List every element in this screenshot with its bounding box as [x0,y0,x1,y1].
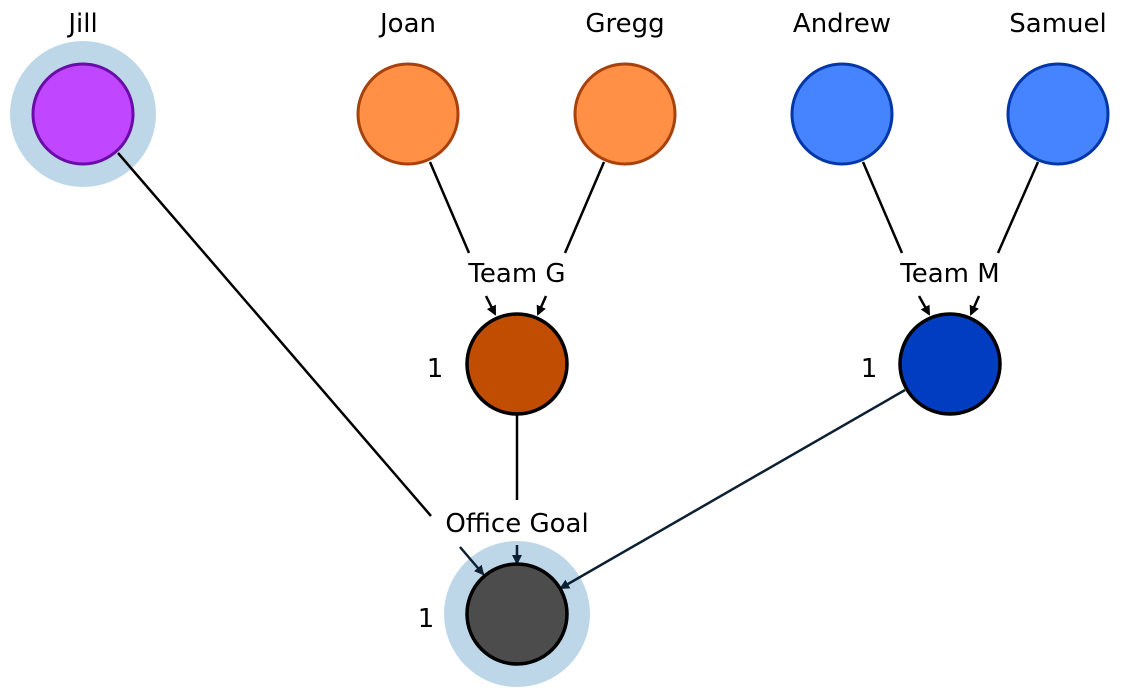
team-g-label: Team G [467,259,565,289]
edge-gregg-team-g-arrow [536,295,548,316]
edge-gregg-team-g [563,161,606,254]
team-m-label: Team M [899,259,999,289]
edge-andrew-team-m-arrow [917,295,931,316]
andrew-label: Andrew [793,9,891,39]
jill-node[interactable] [31,62,135,166]
samuel-label: Samuel [1009,9,1106,39]
edge-jill-office-goal [117,152,432,517]
edge-team-m-office-goal [559,388,906,590]
team-m-value: 1 [861,354,878,384]
jill-label: Jill [66,9,97,39]
joan-label: Joan [378,9,436,39]
office-goal-label: Office Goal [445,509,588,539]
edge-joan-team-g [428,161,471,254]
edge-andrew-team-m [861,161,904,254]
edge-jill-office-goal-arrow [459,546,485,576]
team-g-value: 1 [427,354,444,384]
edge-joan-team-g-arrow [484,295,497,316]
joan-node[interactable] [356,62,460,166]
gregg-node[interactable] [573,62,677,166]
samuel-node[interactable] [1006,62,1110,166]
team-g-node[interactable] [465,312,569,416]
team-m-node[interactable] [898,312,1002,416]
office-goal-node[interactable] [465,562,569,666]
edge-samuel-team-m [996,161,1040,254]
andrew-node[interactable] [790,62,894,166]
gregg-label: Gregg [585,9,664,39]
office-goal-value: 1 [418,604,435,634]
edge-samuel-team-m-arrow [969,295,981,316]
